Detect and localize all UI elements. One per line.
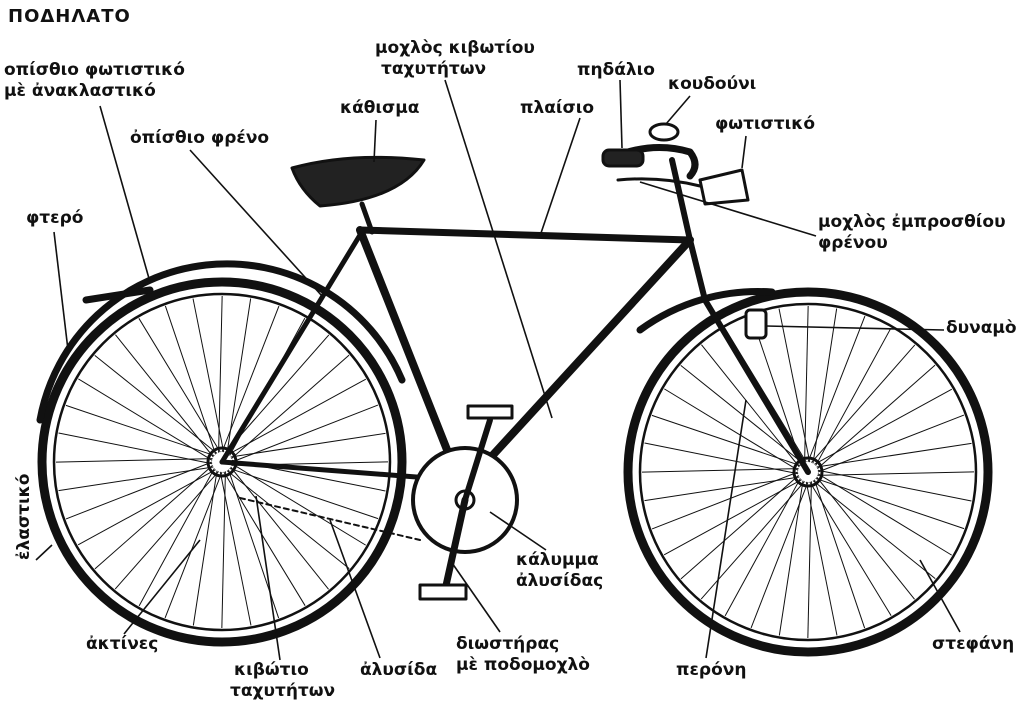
crank-arm-upper xyxy=(462,417,493,503)
leader-chain xyxy=(329,519,381,659)
dynamo xyxy=(744,308,768,340)
head-stem xyxy=(669,157,693,243)
front-fork xyxy=(687,237,811,475)
page-title: ΠΟΔΗΛΑΤΟ xyxy=(8,6,131,27)
seat-post xyxy=(359,201,375,235)
top-tube xyxy=(356,226,694,244)
front-tyre xyxy=(623,287,993,657)
down-tube xyxy=(466,236,694,484)
label-spokes: ἀκτίνες xyxy=(86,634,159,654)
leader-front-brake-lever xyxy=(639,181,817,237)
leader-gear-lever xyxy=(444,79,553,419)
label-headlight: φωτιστικό xyxy=(715,114,816,134)
chain xyxy=(239,497,421,541)
rear-mudguard xyxy=(36,260,406,424)
leader-mudguard xyxy=(53,231,69,351)
label-rim: στεφάνη xyxy=(932,634,1015,654)
label-rear-brake: ὀπίσθιο φρένο xyxy=(130,128,270,148)
rear-mudguard-tip xyxy=(82,286,154,304)
label-dynamo: δυναμὸ xyxy=(946,318,1017,338)
headlight xyxy=(698,168,750,206)
brake-lever xyxy=(616,177,702,188)
leader-handlebar xyxy=(619,79,623,149)
leader-headlight xyxy=(741,135,747,169)
label-fork: περόνη xyxy=(676,660,747,680)
front-rim xyxy=(638,302,978,642)
seat-stay xyxy=(219,232,363,465)
label-saddle: κάθισμα xyxy=(340,98,420,118)
pedal-upper xyxy=(466,404,514,420)
leader-gearbox xyxy=(255,495,281,661)
label-tyre: ἐλαστικό xyxy=(14,473,34,560)
pedal-lower xyxy=(418,583,468,601)
label-frame: πλαίσιο xyxy=(520,98,595,118)
leader-frame xyxy=(539,117,581,237)
seat-tube xyxy=(356,226,459,474)
leader-dynamo xyxy=(765,325,945,331)
label-chain: ἀλυσίδα xyxy=(360,660,438,680)
label-handlebar: πηδάλιο xyxy=(577,60,655,80)
label-mudguard: φτερό xyxy=(26,208,84,228)
leader-fork xyxy=(705,399,747,659)
leader-saddle xyxy=(373,119,377,163)
leader-tyre xyxy=(35,544,53,561)
saddle xyxy=(290,155,426,208)
handlebar-grip xyxy=(601,148,645,168)
rear-tyre xyxy=(37,277,407,647)
leader-rim xyxy=(919,559,961,633)
crank-arm xyxy=(441,496,469,594)
bell xyxy=(648,122,680,142)
front-spokes xyxy=(641,305,975,639)
leader-rear-brake xyxy=(189,149,323,297)
leader-spokes xyxy=(123,539,201,635)
leader-rear-light xyxy=(99,105,151,283)
rear-rim xyxy=(52,292,392,632)
label-bell: κουδούνι xyxy=(668,74,757,94)
leader-crank xyxy=(449,559,501,633)
leader-chain-cover xyxy=(489,511,547,551)
leader-bell xyxy=(665,95,691,125)
